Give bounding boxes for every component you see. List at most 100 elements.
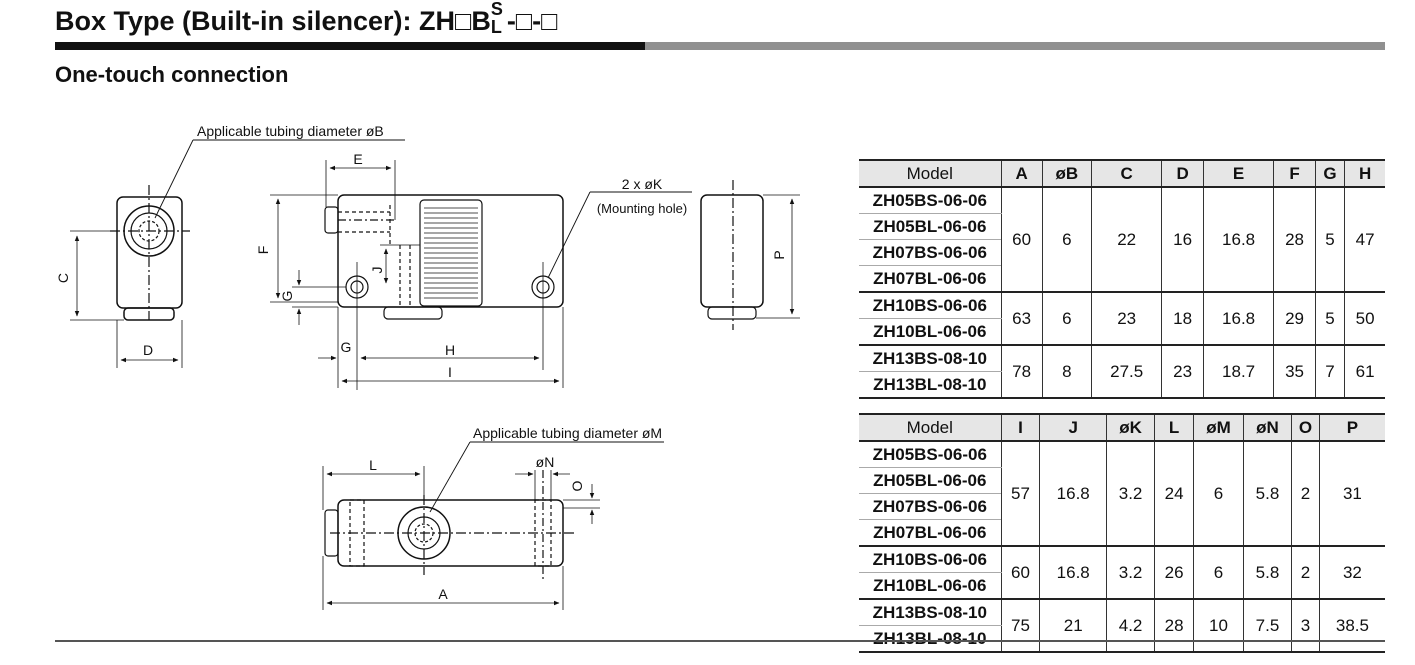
dim-on-label: øN <box>536 454 555 470</box>
table-row: ZH05BS-06-06 57 16.8 3.2 24 6 5.8 2 31 <box>859 441 1385 547</box>
mounting-hole-sublabel: (Mounting hole) <box>597 201 687 216</box>
dim-p-label: P <box>771 250 787 259</box>
value-cell: 3 <box>1291 599 1320 653</box>
column-header: D <box>1161 159 1204 188</box>
title-prefix: Box Type (Built-in silencer): ZH□B <box>55 6 491 36</box>
value-cell: 28 <box>1154 599 1194 653</box>
dim-j-label: J <box>369 267 385 274</box>
value-cell: 16.8 <box>1202 292 1274 346</box>
column-header: øB <box>1041 159 1092 188</box>
value-cell: 6 <box>1193 546 1244 600</box>
value-cell: 7.5 <box>1242 599 1292 653</box>
table-row: ZH07BS-06-06 <box>859 493 1385 520</box>
value-cell: 18 <box>1161 292 1204 346</box>
model-cell: ZH13BL-08-10 <box>859 371 1001 399</box>
value-cell: 8 <box>1041 345 1092 399</box>
value-cell: 60 <box>1000 187 1043 293</box>
value-cell: 50 <box>1344 292 1385 346</box>
dimension-table-1: Model A øB C D E F G H ZH05BS-06-06 60 6… <box>859 159 1385 399</box>
value-cell: 75 <box>1000 599 1040 653</box>
value-cell: 16 <box>1161 187 1204 293</box>
model-cell: ZH13BS-08-10 <box>859 345 1001 372</box>
tubing-m-label: Applicable tubing diameter øM <box>473 425 662 441</box>
value-cell: 16.8 <box>1039 546 1107 600</box>
model-cell: ZH13BL-08-10 <box>859 625 1001 653</box>
value-cell: 16.8 <box>1202 187 1274 293</box>
column-header: F <box>1273 159 1316 188</box>
value-cell: 78 <box>1000 345 1043 399</box>
column-header: øK <box>1105 413 1155 442</box>
value-cell: 21 <box>1039 599 1107 653</box>
table-row: ZH10BL-06-06 <box>859 572 1385 600</box>
column-header: C <box>1090 159 1162 188</box>
dim-g2-label: G <box>341 339 352 355</box>
table-row: ZH07BL-06-06 <box>859 519 1385 547</box>
value-cell: 5.8 <box>1242 546 1292 600</box>
table-row: ZH05BL-06-06 <box>859 213 1385 240</box>
dim-e-label: E <box>353 151 362 167</box>
title-sub: L <box>490 17 502 37</box>
model-cell: ZH05BS-06-06 <box>859 441 1001 468</box>
dim-f-label: F <box>255 246 271 255</box>
value-cell: 28 <box>1273 187 1316 293</box>
model-cell: ZH13BS-08-10 <box>859 599 1001 626</box>
value-cell: 6 <box>1041 292 1092 346</box>
dim-i-label: I <box>448 364 452 380</box>
model-cell: ZH07BL-06-06 <box>859 519 1001 547</box>
value-cell: 5 <box>1314 187 1345 293</box>
value-cell: 6 <box>1041 187 1092 293</box>
mounting-hole-label: 2 x øK <box>622 176 663 192</box>
table-row: ZH10BS-06-06 60 16.8 3.2 26 6 5.8 2 32 <box>859 546 1385 600</box>
column-header: G <box>1314 159 1345 188</box>
dim-l-label: L <box>369 457 377 473</box>
column-header: L <box>1154 413 1194 442</box>
model-cell: ZH10BS-06-06 <box>859 292 1001 319</box>
value-cell: 10 <box>1193 599 1244 653</box>
model-cell: ZH07BL-06-06 <box>859 265 1001 293</box>
value-cell: 3.2 <box>1105 546 1155 600</box>
value-cell: 61 <box>1344 345 1385 399</box>
dim-o-label: O <box>569 480 585 491</box>
value-cell: 63 <box>1000 292 1043 346</box>
value-cell: 32 <box>1318 546 1385 600</box>
value-cell: 57 <box>1000 441 1040 547</box>
table-row: ZH10BL-06-06 <box>859 318 1385 346</box>
value-cell: 2 <box>1291 441 1320 547</box>
table-row: ZH07BL-06-06 <box>859 265 1385 293</box>
value-cell: 16.8 <box>1039 441 1107 547</box>
value-cell: 22 <box>1090 187 1162 293</box>
technical-drawing: Applicable tubing diameter øB C D <box>55 123 800 610</box>
value-cell: 60 <box>1000 546 1040 600</box>
value-cell: 38.5 <box>1318 599 1385 653</box>
tubing-b-label: Applicable tubing diameter øB <box>197 123 384 139</box>
value-cell: 23 <box>1090 292 1162 346</box>
value-cell: 31 <box>1318 441 1385 547</box>
model-cell: ZH05BL-06-06 <box>859 213 1001 240</box>
column-header: øN <box>1242 413 1292 442</box>
value-cell: 24 <box>1154 441 1194 547</box>
model-cell: ZH10BL-06-06 <box>859 318 1001 346</box>
value-cell: 26 <box>1154 546 1194 600</box>
column-header: Model <box>859 159 1001 188</box>
side-view <box>70 139 405 368</box>
value-cell: 18.7 <box>1202 345 1274 399</box>
value-cell: 6 <box>1193 441 1244 547</box>
dim-a-label: A <box>438 586 448 602</box>
table-row: ZH13BL-08-10 <box>859 371 1385 399</box>
value-cell: 2 <box>1291 546 1320 600</box>
bottom-rule <box>55 640 1385 642</box>
dim-d-label: D <box>143 342 153 358</box>
bottom-view <box>322 441 664 610</box>
column-header: H <box>1344 159 1385 188</box>
dim-c-label: C <box>55 273 71 283</box>
title-sup: S <box>490 0 503 19</box>
title-rule <box>55 42 1385 50</box>
model-cell: ZH05BL-06-06 <box>859 467 1001 494</box>
value-cell: 5.8 <box>1242 441 1292 547</box>
table-row: ZH10BS-06-06 63 6 23 18 16.8 29 5 50 <box>859 292 1385 346</box>
title-suffix: -□-□ <box>506 6 558 36</box>
section-subtitle: One-touch connection <box>55 62 289 87</box>
table-row: ZH13BS-08-10 75 21 4.2 28 10 7.5 3 38.5 <box>859 599 1385 653</box>
